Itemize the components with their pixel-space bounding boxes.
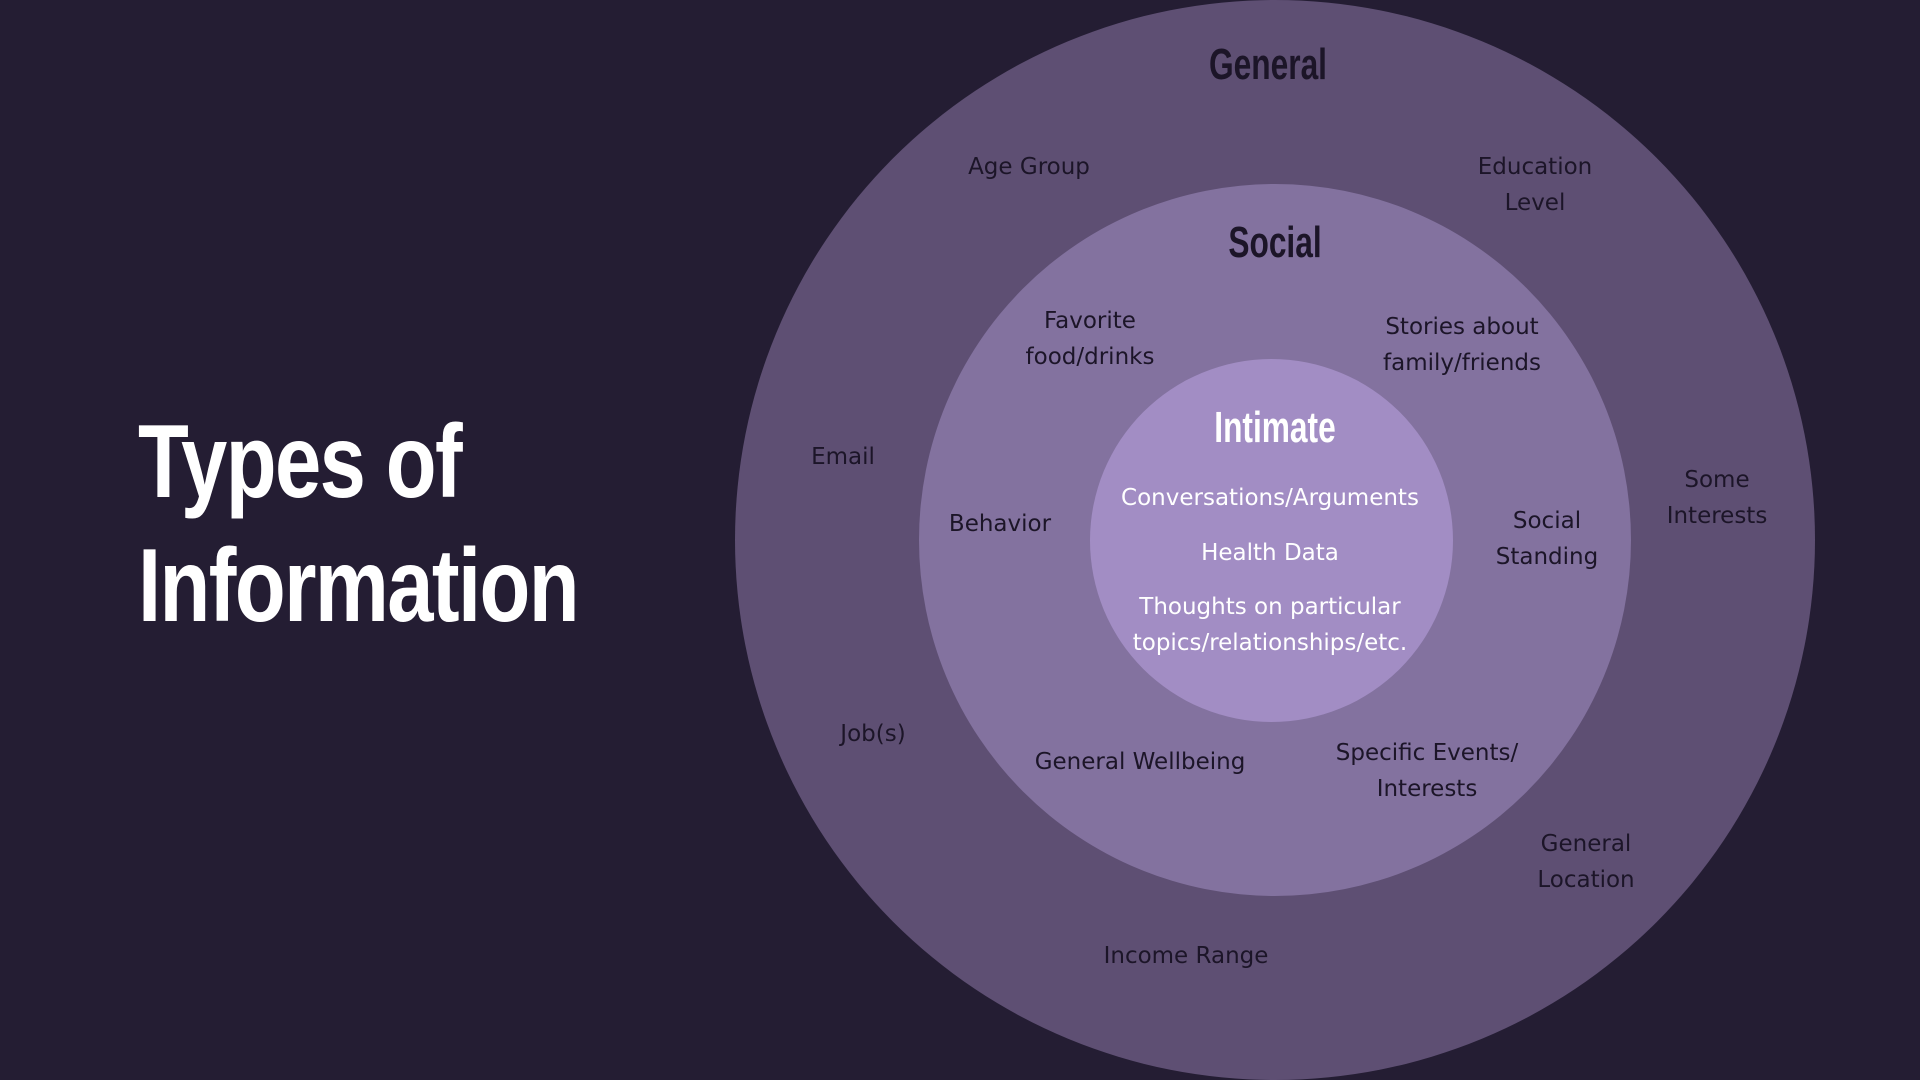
social-item-general-wellbeing: General Wellbeing <box>1034 749 1246 775</box>
social-item-social-standing: Social Standing <box>1495 508 1599 570</box>
slide-title-line-2: Information <box>138 528 580 644</box>
slide-title: Types of Information <box>138 400 580 648</box>
intimate-item-thoughts: Thoughts on particular topics/relationsh… <box>1132 594 1408 656</box>
social-item-behavior: Behavior <box>948 511 1052 537</box>
intimate-ring <box>1090 359 1453 722</box>
general-item-income-range: Income Range <box>1103 943 1269 969</box>
slide-title-line-1: Types of <box>138 404 463 520</box>
general-item-education-level: Education Level <box>1477 154 1593 216</box>
intimate-heading: Intimate <box>1214 403 1336 452</box>
general-item-general-location: General Location <box>1537 831 1635 893</box>
general-heading: General <box>1209 40 1327 89</box>
general-item-some-interests: Some Interests <box>1666 467 1768 529</box>
social-item-favorite-food-drinks: Favorite food/drinks <box>1025 308 1155 370</box>
social-heading: Social <box>1228 218 1322 267</box>
intimate-item-conversations-arguments: Conversations/Arguments <box>1121 485 1419 511</box>
general-item-email: Email <box>811 444 875 470</box>
intimate-item-health-data: Health Data <box>1201 540 1339 566</box>
social-item-specific-events-interests: Specific Events/ Interests <box>1335 740 1519 802</box>
social-item-stories-family-friends: Stories about family/friends <box>1383 314 1541 376</box>
general-item-age-group: Age Group <box>968 154 1090 180</box>
general-item-jobs: Job(s) <box>840 721 906 747</box>
